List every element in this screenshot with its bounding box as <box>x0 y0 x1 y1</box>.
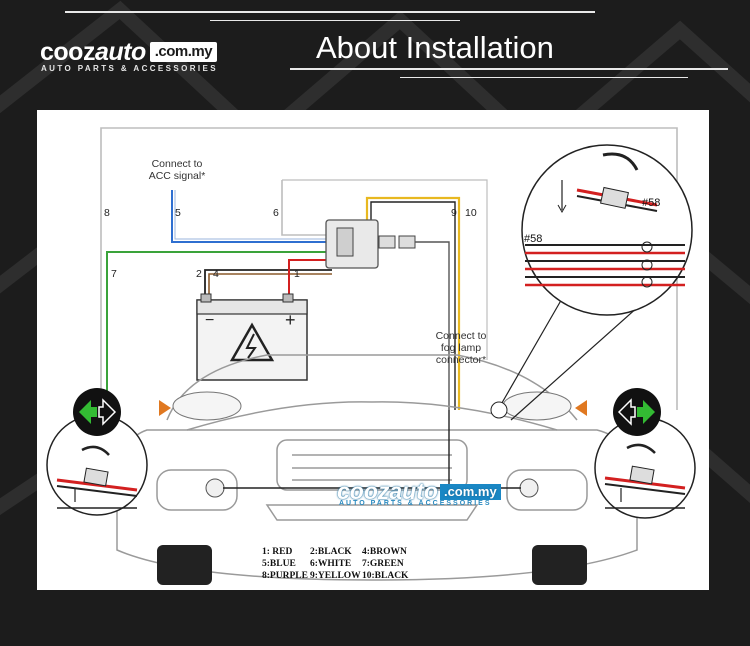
site-logo[interactable]: coozauto.com.my <box>40 38 218 67</box>
legend-row: 5:BLUE 6:WHITE 7:GREEN <box>262 558 408 570</box>
left-headlight <box>172 391 242 421</box>
wire-10-black <box>370 201 456 410</box>
wire-number-7: 7 <box>111 268 117 280</box>
legend-entry: 9:YELLOW <box>310 571 361 581</box>
right-bottom-zoom-detail <box>594 417 696 519</box>
wire-number-10: 10 <box>465 207 477 219</box>
left-fog-lamp <box>205 478 225 498</box>
left-zoom-detail <box>46 414 148 516</box>
header-rule-top <box>65 11 595 13</box>
wire-4-brown <box>208 273 332 300</box>
terminal-58-label-left: #58 <box>524 233 543 245</box>
wire-5-blue <box>171 190 337 243</box>
car-battery <box>196 293 308 381</box>
right-zoom-detail <box>521 144 693 316</box>
logo-tagline: AUTO PARTS & ACCESSORIES <box>41 64 219 73</box>
wire-color-legend: 1: RED 2:BLACK 4:BROWN 5:BLUE 6:WHITE 7:GREE… <box>262 546 408 582</box>
left-turn-signal-icon <box>73 388 121 436</box>
battery-plus-label: + <box>285 310 296 330</box>
legend-entry: 10:BLACK <box>362 571 409 581</box>
header-rule-top-short <box>210 20 460 21</box>
wire-number-2: 2 <box>196 268 202 280</box>
wire-1-red <box>288 259 327 300</box>
right-turn-signal-icon <box>613 388 661 436</box>
watermark-brand: cooz <box>337 478 390 504</box>
wire-number-9: 9 <box>451 207 457 219</box>
battery-minus-label: − <box>205 312 215 329</box>
page-title: About Installation <box>316 30 554 65</box>
fog-lamp-label: Connect to fog lamp connector* <box>435 330 487 366</box>
legend-entry: 8:PURPLE <box>262 571 308 581</box>
wire-number-6: 6 <box>273 207 279 219</box>
legend-entry: 6:WHITE <box>310 559 352 569</box>
watermark-auto: auto <box>389 478 438 504</box>
legend-entry: 7:GREEN <box>362 559 404 569</box>
legend-row: 1: RED 2:BLACK 4:BROWN <box>262 546 408 558</box>
wire-number-8: 8 <box>104 207 110 219</box>
wire-number-4: 4 <box>213 268 219 280</box>
acc-signal-label: Connect to ACC signal* <box>148 158 206 182</box>
legend-entry: 4:BROWN <box>362 547 407 557</box>
wire-number-5: 5 <box>175 207 181 219</box>
left-wheel <box>157 545 212 585</box>
logo-auto: auto <box>94 38 146 66</box>
wiring-diagram <box>46 127 696 585</box>
terminal-58-label-right: #58 <box>642 197 661 209</box>
watermark-logo: coozauto.com.my <box>337 478 501 505</box>
installation-diagram-panel: Connect to ACC signal* Connect to fog la… <box>37 110 709 590</box>
wire-9-yellow <box>365 196 461 410</box>
header-rule-right <box>290 68 728 70</box>
header-rule-bottom <box>400 77 688 78</box>
logo-brand: cooz <box>40 38 95 66</box>
legend-entry: 1: RED <box>262 547 293 557</box>
header-banner: coozauto.com.my AUTO PARTS & ACCESSORIES… <box>0 0 750 100</box>
wire-6-white <box>281 180 327 236</box>
wire-number-1: 1 <box>294 268 300 280</box>
watermark-tagline: AUTO PARTS & ACCESSORIES <box>339 500 492 507</box>
legend-entry: 5:BLUE <box>262 559 296 569</box>
right-wheel <box>532 545 587 585</box>
logo-domain: .com.my <box>149 42 218 62</box>
legend-entry: 2:BLACK <box>310 547 352 557</box>
wire-7-green <box>106 251 329 400</box>
watermark-domain: .com.my <box>439 484 501 500</box>
right-fog-lamp <box>519 478 539 498</box>
